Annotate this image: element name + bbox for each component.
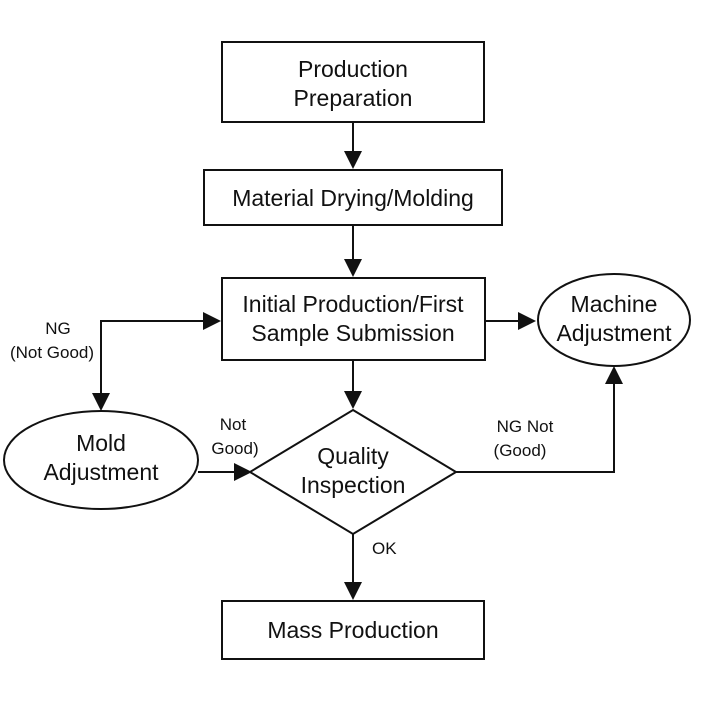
arrowhead-ng-loop-down [92,393,110,411]
arrowhead-prep-to-drying [344,151,362,169]
label-ng-left-line1: NG [45,319,71,338]
mass-production-box [221,600,485,660]
edge-ng-loop [100,320,205,395]
material-drying-label: Material Drying/Molding [232,185,474,211]
label-ok: OK [372,539,397,558]
connectors [92,122,623,600]
arrowhead-initial-to-machine [518,312,536,330]
arrowhead-ng-loop-right [203,312,221,330]
label-ng-right-line2: (Good) [494,441,547,460]
arrowhead-quality-to-machine [605,366,623,384]
initial-production-box [221,277,486,361]
label-ng-right-line1: NG Not [497,417,554,436]
arrowhead-drying-to-initial [344,259,362,277]
edge-labels: NG (Not Good) Not Good) NG Not (Good) OK [10,319,554,558]
machine-adjustment-ellipse [537,273,691,367]
machine-adjustment-line2: Adjustment [556,320,672,346]
node-mass-production: Mass Production [221,600,485,660]
node-material-drying: Material Drying/Molding [203,169,503,226]
mold-adjustment-line1: Mold [76,430,126,456]
node-quality-inspection: Quality Inspection [248,408,458,536]
label-not-good-line2: Good) [211,439,258,458]
material-drying-box [203,169,503,226]
arrowhead-initial-to-quality [344,391,362,409]
initial-production-line1: Initial Production/First [242,291,464,317]
label-not-good-line1: Not [220,415,247,434]
mold-adjustment-ellipse [3,410,199,510]
node-production-preparation: Production Preparation [221,41,485,123]
mold-adjustment-line2: Adjustment [43,459,159,485]
quality-inspection-diamond [248,408,458,536]
production-preparation-box [221,41,485,123]
node-initial-production: Initial Production/First Sample Submissi… [221,277,486,361]
node-machine-adjustment: Machine Adjustment [537,273,691,367]
quality-inspection-line1: Quality [317,443,389,469]
mass-production-label: Mass Production [267,617,438,643]
production-preparation-line2: Preparation [294,85,413,111]
arrowhead-quality-to-mass [344,582,362,600]
node-mold-adjustment: Mold Adjustment [3,410,199,510]
quality-inspection-line2: Inspection [301,472,406,498]
production-preparation-line1: Production [298,56,408,82]
label-ng-left-line2: (Not Good) [10,343,94,362]
initial-production-line2: Sample Submission [251,320,454,346]
arrowhead-mold-to-quality [234,463,252,481]
edge-quality-to-machine [456,382,615,473]
machine-adjustment-line1: Machine [571,291,658,317]
